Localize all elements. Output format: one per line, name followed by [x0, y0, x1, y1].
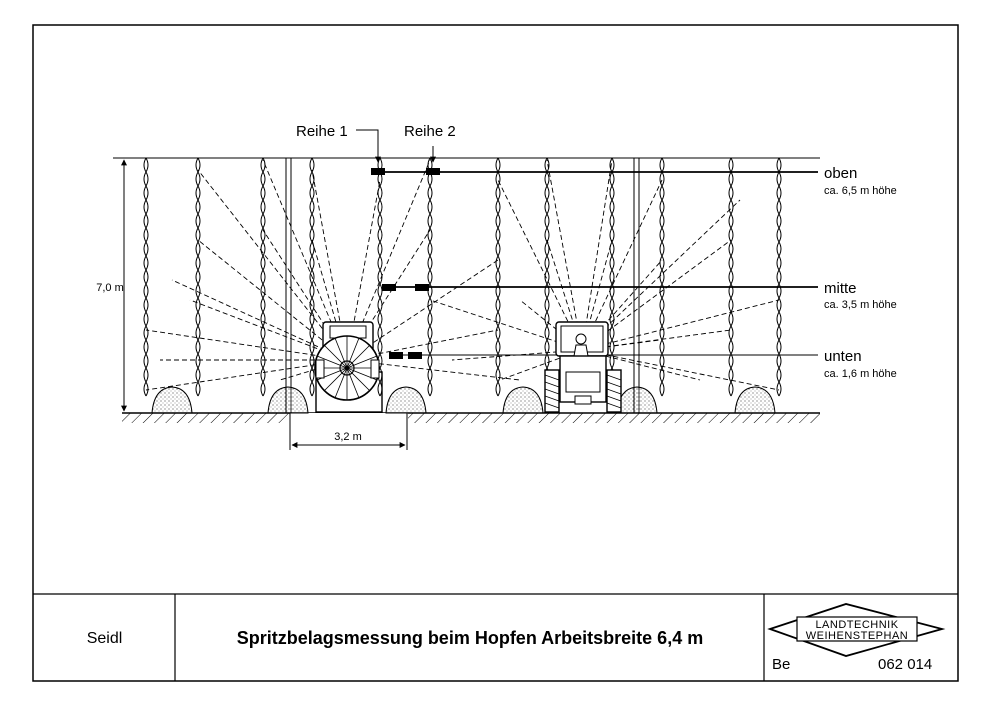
sample-markers: [371, 168, 440, 359]
institute-logo: LANDTECHNIK WEIHENSTEPHAN: [767, 603, 946, 657]
hop-bine: [659, 157, 665, 397]
spray-line: [499, 349, 583, 381]
ground: [122, 412, 820, 450]
hop-bine: [776, 157, 782, 397]
spray-line: [346, 259, 499, 361]
drawing-number: 062 014: [878, 656, 933, 673]
hill-mound: [385, 386, 427, 414]
tractor: [544, 321, 622, 413]
hop-bine: [377, 157, 383, 397]
hill-mound: [616, 386, 658, 414]
spray-line: [581, 159, 613, 351]
hop-bine: [495, 157, 501, 397]
row-2-label: Reihe 2: [404, 123, 456, 140]
spray-line: [519, 299, 583, 351]
spray-line: [346, 359, 521, 381]
spray-line: [346, 179, 381, 361]
hop-bine: [143, 157, 149, 397]
spray-line: [581, 299, 780, 351]
logo-line-2: WEIHENSTEPHAN: [806, 630, 908, 642]
hill-mound: [267, 386, 309, 414]
spray-line: [581, 349, 780, 391]
hop-plants: [143, 157, 782, 414]
spray-line: [145, 359, 348, 391]
height-dimension: [113, 157, 140, 412]
spray-line: [197, 169, 348, 361]
level-mid-name: mitte: [824, 280, 857, 297]
hill-mound: [502, 386, 544, 414]
hill-mound: [151, 386, 193, 414]
width-label: 3,2 m: [334, 431, 362, 443]
trellis: [122, 157, 820, 413]
level-top-height: ca. 6,5 m höhe: [824, 185, 897, 197]
spray-line: [451, 349, 583, 361]
hop-bine: [260, 157, 266, 397]
level-low-name: unten: [824, 348, 862, 365]
row-leaders: [356, 129, 436, 163]
spray-line: [581, 339, 661, 351]
spray-line: [546, 159, 583, 351]
hop-bine: [195, 157, 201, 397]
hop-bine: [609, 157, 615, 397]
hop-bine: [728, 157, 734, 397]
hill-mound: [734, 386, 776, 414]
fan-sprayer: [314, 321, 383, 413]
spray-line: [171, 279, 348, 361]
row-1-label: Reihe 1: [296, 123, 348, 140]
author-name: Seidl: [86, 629, 123, 647]
height-label: 7,0 m: [96, 282, 124, 294]
drawing-title: Spritzbelagsmessung beim Hopfen Arbeitsb…: [236, 628, 704, 648]
outer-frame: [32, 24, 959, 682]
hop-bine: [544, 157, 550, 397]
spray-line: [581, 239, 732, 351]
drawing-code: Be: [772, 656, 791, 673]
level-low-height: ca. 1,6 m höhe: [824, 368, 897, 380]
spray-line: [581, 179, 663, 351]
hop-bine: [427, 157, 433, 397]
logo-line-1: LANDTECHNIK: [815, 619, 898, 631]
level-mid-height: ca. 3,5 m höhe: [824, 299, 897, 311]
level-top-name: oben: [824, 165, 857, 182]
spray-line: [145, 329, 348, 361]
